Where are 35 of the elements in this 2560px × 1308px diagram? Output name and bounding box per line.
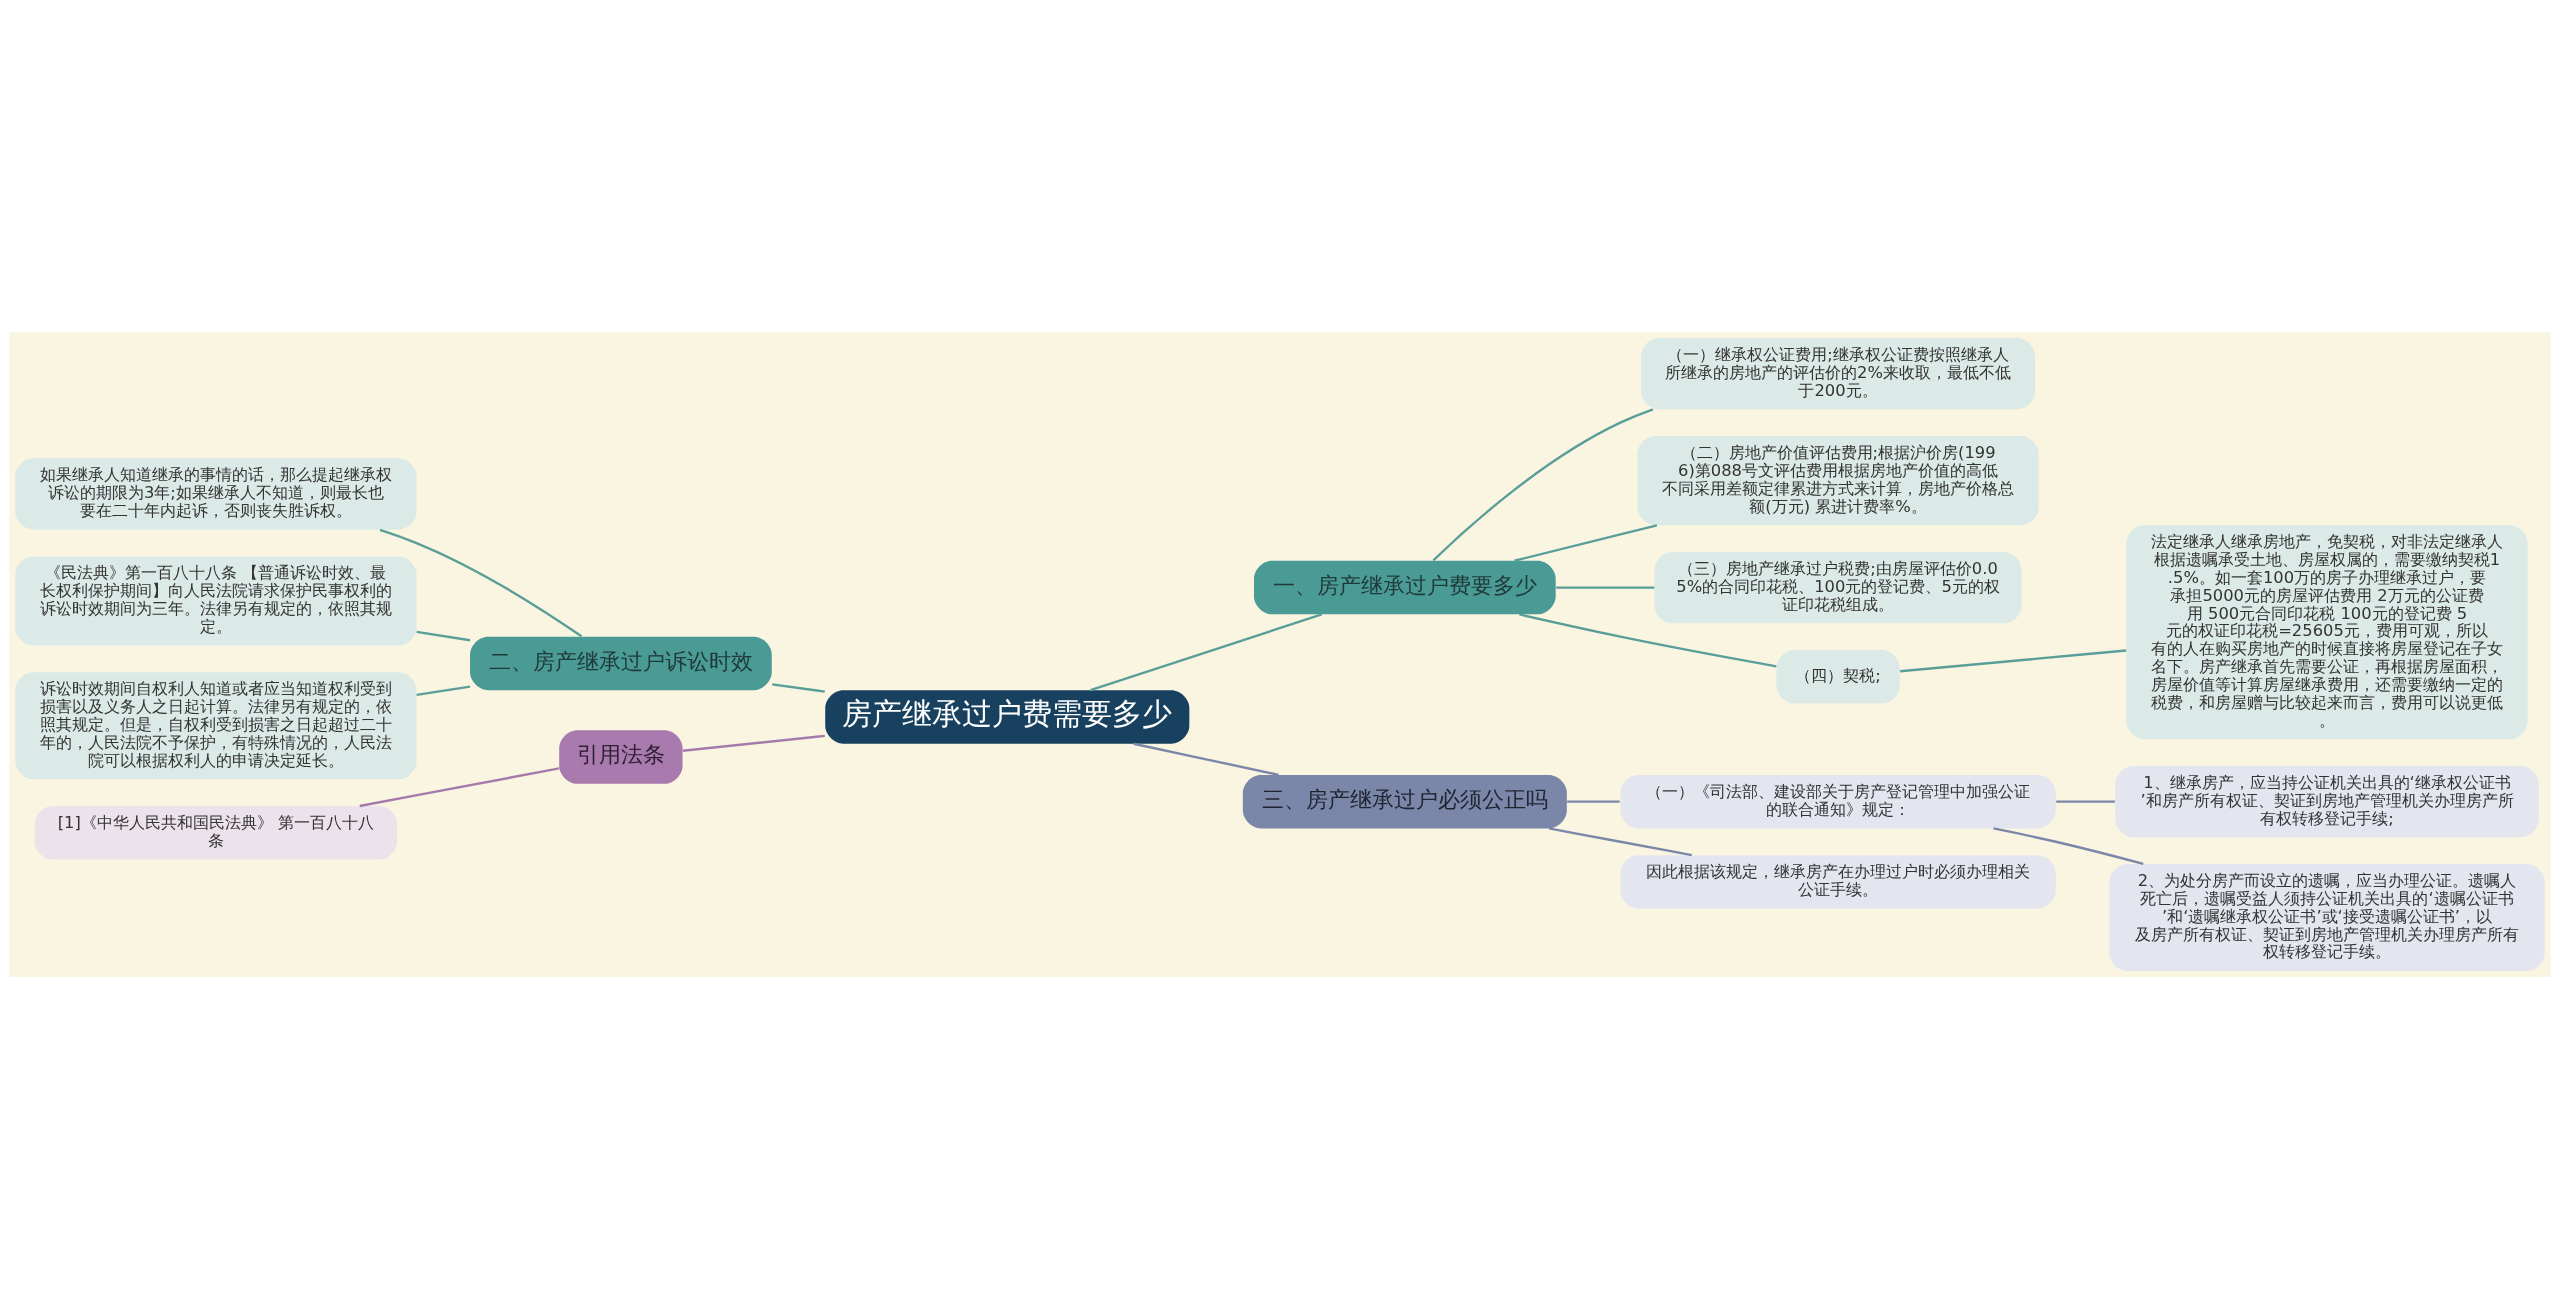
node-box: 《民法典》第一百八十八条 【普通诉讼时效、最长权利保护期间】向人民法院请求保护民事权利的诉讼时效期间为三年。法律另有规定的，依照其规定。 [15, 555, 417, 646]
node-box: （一）继承权公证费用;继承权公证费按照继承人所继承的房地产的评估价的2%来收取，最低不低于200元。 [1641, 337, 2035, 409]
connector [1133, 742, 1279, 776]
connector [1548, 826, 1692, 856]
node-box: 如果继承人知道继承的事情的话，那么提起继承权诉讼的期限为3年;如果继承人不知道，则最长也要在二十年内起诉，否则丧失胜诉权。 [15, 457, 417, 530]
node-box: [1]《中华人民共和国民法典》 第一百八十八条 [34, 805, 398, 860]
node-box: 因此根据该规定，继承房产在办理过户时必须办理相关公证手续。 [1620, 854, 2056, 909]
node-box: 房产继承过户费需要多少 [825, 689, 1190, 744]
node-box: 2、为处分房产而设立的遗嘱，应当办理公证。遗嘱人死亡后，遗嘱受益人须持公证机关出具的‘遗嘱公证书’和‘遗嘱继承权公证书’或‘接受遗嘱公证书’，以及房产所有权证、契证到房地产管理机关办理房产所有权转移登记手续。 [2109, 863, 2545, 971]
node-box: 法定继承人继承房地产，免契税，对非法定继承人根据遗嘱承受土地、房屋权属的，需要缴纳契税1.5%。如一套100万的房子办理继承过户，要承担5000元的房屋评估费用 2万元的公证费用 500元合同印花税 100元的登记费 5元的权证印花税=25605元，费用可观，所以有的人在购买房地产的时候直接将房屋登记在子女名下。房产继承首先需要公证，再根据房屋面积，房屋价值等计算房屋继承费用，还需要缴纳一定的税费，和房屋赠与比较起来而言，费用可以说更低。 [2126, 524, 2528, 739]
connector [416, 684, 471, 696]
connector [379, 528, 583, 637]
connector [682, 734, 825, 752]
node-box: （三）房地产继承过户税费;由房屋评估价0.05%的合同印花税、100元的登记费、5元的权证印花税组成。 [1654, 551, 2022, 623]
connector [1519, 612, 1777, 667]
connector [772, 682, 825, 693]
connector [1090, 612, 1323, 691]
node-box: 二、房产继承过户诉讼时效 [470, 636, 772, 690]
connector [2056, 799, 2115, 803]
connector [1567, 799, 1620, 803]
node-box: （二）房地产价值评估费用;根据沪价房(1996)第088号文评估费用根据房地产价值的高低不同采用差额定律累进方式来计算，房地产价格总额(万元) 累进计费率%。 [1637, 435, 2039, 525]
connector [1900, 648, 2127, 672]
connector [416, 630, 471, 641]
connector [1514, 523, 1658, 562]
node-box: （一）《司法部、建设部关于房产登记管理中加强公证的联合通知》规定： [1620, 774, 2056, 828]
node-box: （四）契税; [1776, 649, 1900, 704]
connector [1432, 407, 1654, 561]
node-box: 引用法条 [559, 729, 683, 784]
node-box: 1、继承房产，应当持公证机关出具的‘继承权公证书’和房产所有权证、契证到房地产管理机关办理房产所有权转移登记手续; [2115, 765, 2539, 837]
node-box: 一、房产继承过户费要多少 [1254, 560, 1556, 614]
node-box: 三、房产继承过户必须公正吗 [1242, 774, 1567, 828]
connector [1556, 585, 1655, 589]
node-box: 诉讼时效期间自权利人知道或者应当知道权利受到损害以及义务人之日起计算。法律另有规定的，依照其规定。但是，自权利受到损害之日起超过二十年的，人民法院不予保护，有特殊情况的，人民法院可以根据权利人的申请决定延长。 [15, 671, 417, 779]
connector [1993, 826, 2144, 865]
connector [359, 766, 560, 807]
